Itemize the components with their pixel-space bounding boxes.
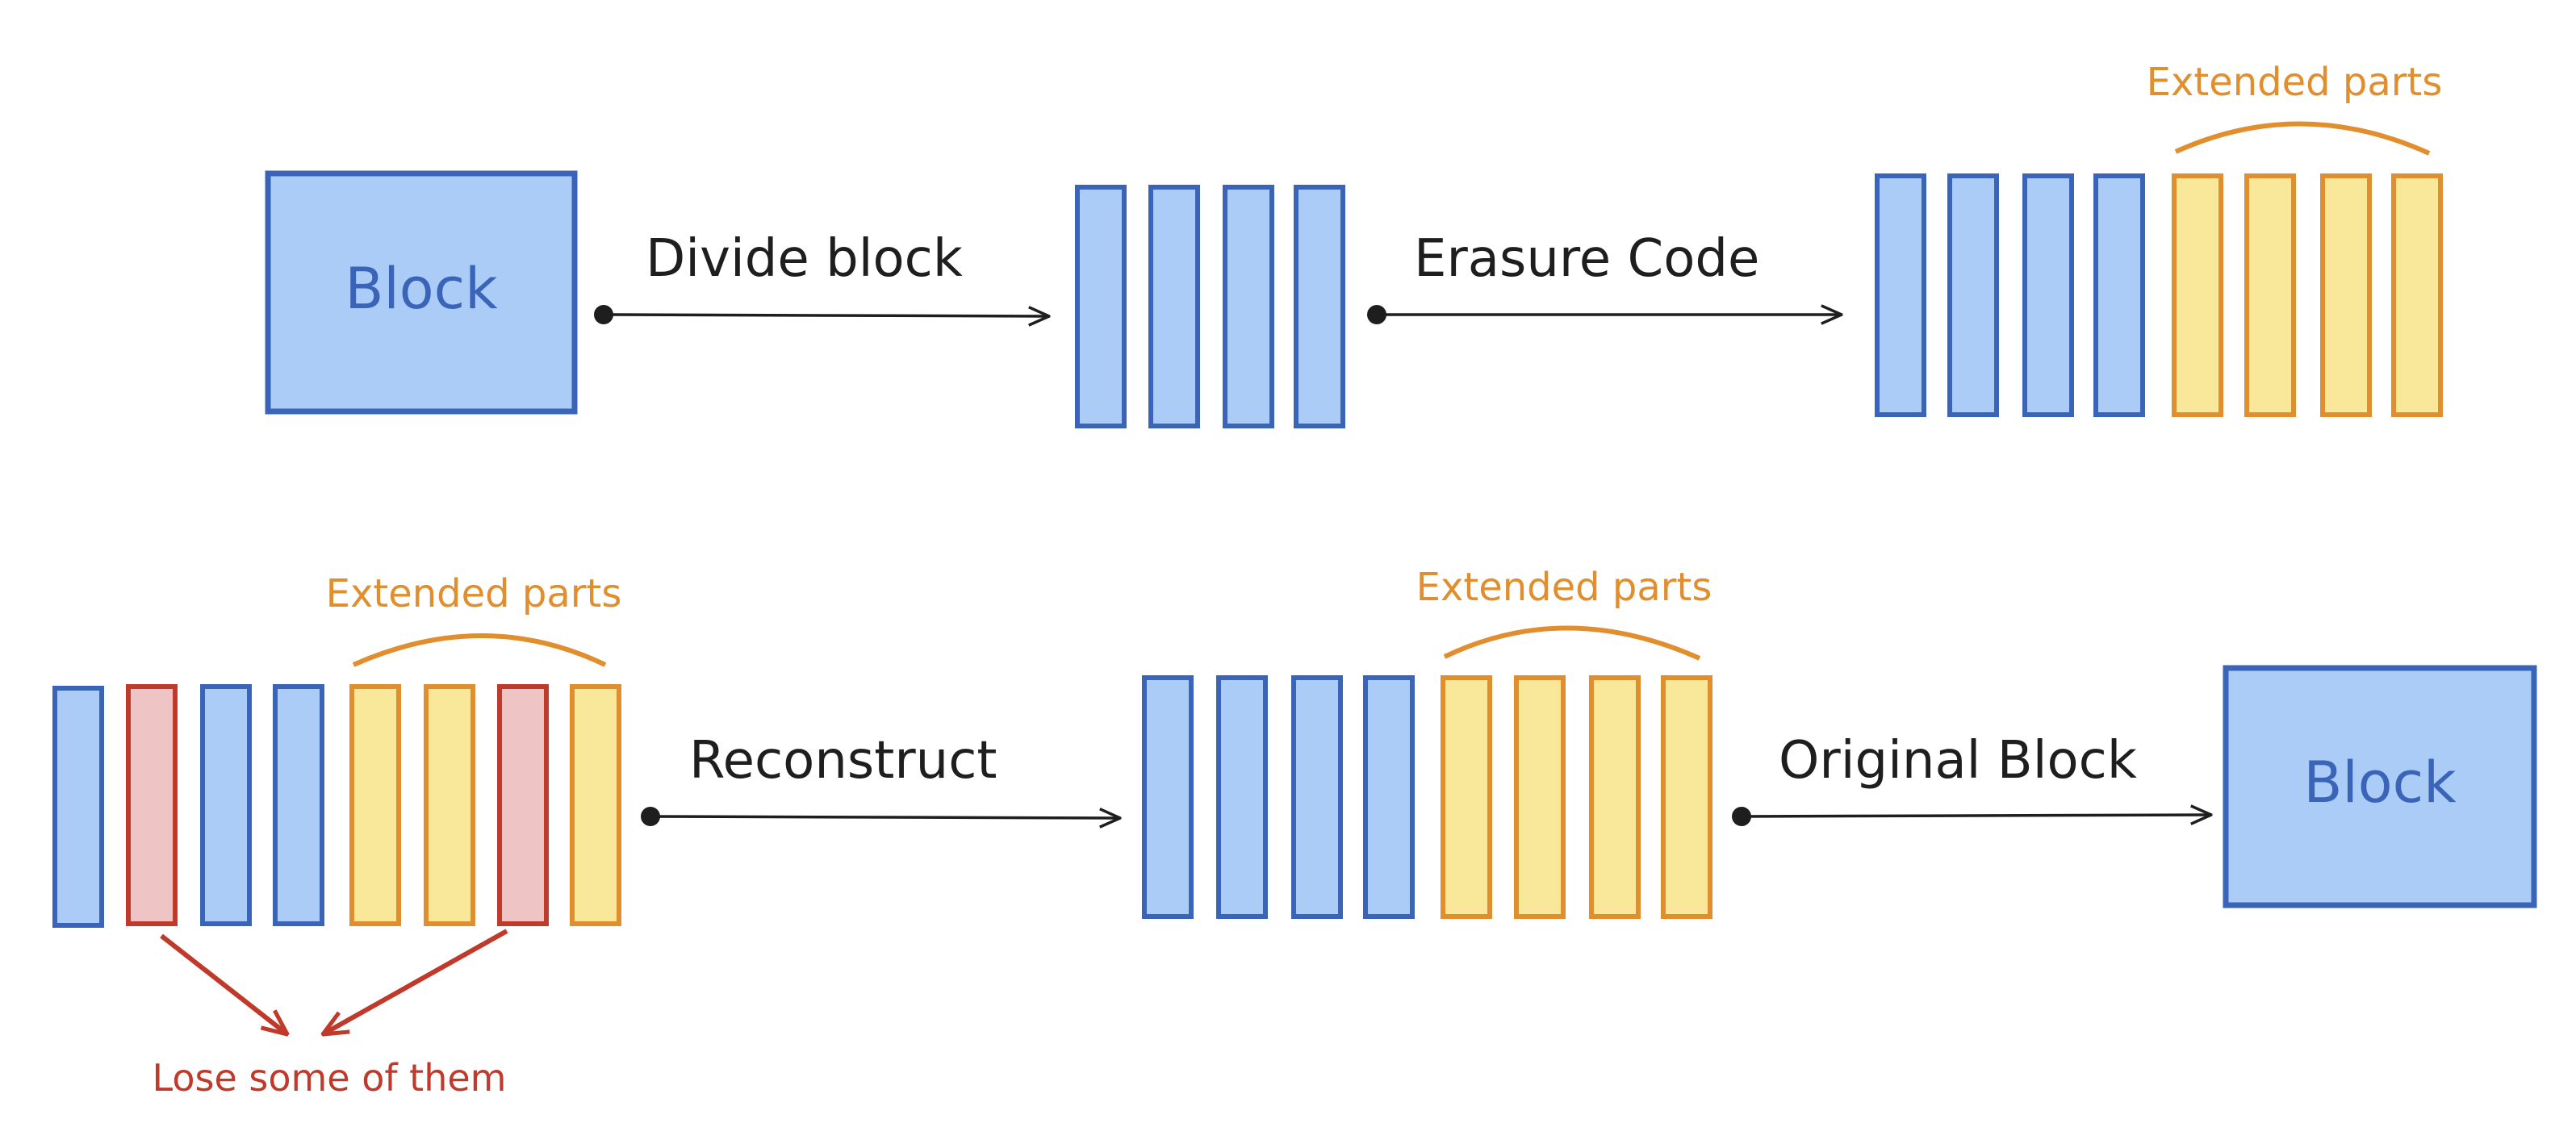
- parity-part: [570, 684, 621, 926]
- divide-block-label: Divide block: [646, 229, 963, 289]
- extended-parts-label-middle: Extended parts: [1416, 565, 1712, 610]
- result-block-label: Block: [2303, 749, 2457, 816]
- lose-some-label: Lose some of them: [153, 1056, 507, 1100]
- divide-arrow: [603, 315, 1049, 316]
- source-block: [265, 170, 578, 415]
- divided-parts: [1075, 185, 1345, 428]
- parity-part: [2320, 173, 2372, 417]
- parity-part: [2391, 173, 2443, 417]
- data-part: [1947, 173, 1999, 417]
- lost-part: [126, 684, 178, 926]
- data-part: [1223, 185, 1274, 428]
- lost-arrow-left: [160, 933, 287, 1034]
- reconstruct-arrow: [650, 816, 1120, 818]
- extended-parts-brace-middle: [1443, 625, 1701, 661]
- data-part: [1294, 185, 1345, 428]
- extended-parts-label-left: Extended parts: [326, 571, 622, 616]
- encoded-parts: [1875, 173, 2443, 417]
- data-part: [1363, 675, 1415, 919]
- data-part: [1291, 675, 1343, 919]
- extended-parts-brace-top: [2174, 121, 2431, 156]
- parity-part: [424, 684, 475, 926]
- lost-part: [497, 684, 549, 926]
- data-part: [1875, 173, 1926, 417]
- parity-part: [349, 684, 401, 926]
- data-part: [273, 684, 324, 926]
- parity-part: [2172, 173, 2223, 417]
- parity-part: [2244, 173, 2296, 417]
- original-block-arrow: [1741, 815, 2211, 816]
- data-part: [1148, 185, 1200, 428]
- erasure-code-label: Erasure Code: [1414, 229, 1759, 289]
- parity-part: [1589, 675, 1641, 919]
- reconstructed-parts: [1142, 675, 1712, 919]
- lost-arrow-right: [323, 929, 508, 1034]
- extended-parts-label-top: Extended parts: [2147, 60, 2443, 105]
- parity-part: [1661, 675, 1712, 919]
- reconstruct-label: Reconstruct: [689, 731, 997, 791]
- data-part: [1075, 185, 1127, 428]
- extended-parts-brace-left: [352, 633, 607, 667]
- data-part: [1216, 675, 1268, 919]
- data-part: [200, 684, 252, 926]
- data-part: [1142, 675, 1194, 919]
- data-part: [52, 686, 104, 928]
- data-part: [2022, 173, 2074, 417]
- data-part: [2093, 173, 2145, 417]
- source-block-label: Block: [345, 256, 498, 322]
- parity-part: [1514, 675, 1566, 919]
- result-block: [2223, 665, 2537, 908]
- parity-part: [1441, 675, 1492, 919]
- received-parts: [52, 684, 621, 928]
- original-block-label: Original Block: [1779, 731, 2137, 791]
